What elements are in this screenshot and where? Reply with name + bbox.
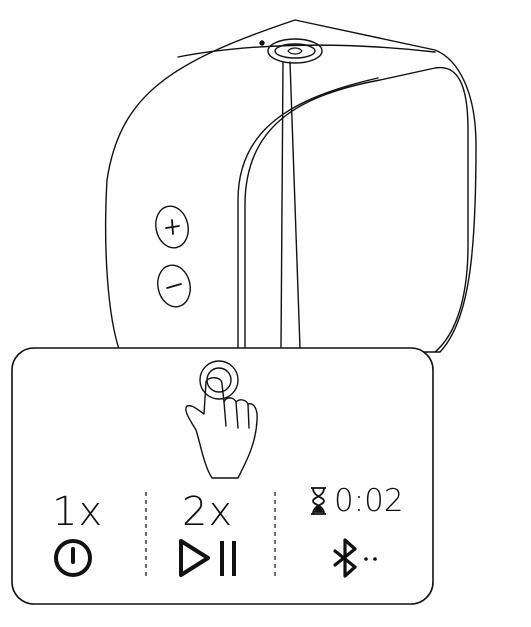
bluetooth-pairing-icon (333, 538, 377, 578)
finger-press-icon (185, 360, 258, 479)
volume-up-button (155, 205, 189, 249)
top-button-inner (274, 43, 316, 59)
power-icon (54, 539, 92, 577)
instruction-panel (11, 347, 434, 605)
leader-line-left (280, 61, 284, 349)
single-press-count: 1x (52, 489, 104, 535)
minus-icon (166, 283, 182, 289)
hourglass-icon (311, 487, 326, 515)
speaker-front-panel (244, 66, 469, 353)
speaker-side-edge (237, 77, 379, 353)
multi-function-button-icon (287, 47, 303, 55)
volume-down-button (157, 264, 191, 308)
double-press-count: 2x (182, 489, 234, 535)
hold-duration: 0:02 (334, 483, 404, 519)
led-indicator (259, 40, 265, 46)
speaker-top-edge (177, 44, 436, 58)
top-button-outer (267, 38, 323, 64)
leader-line-right (289, 61, 301, 349)
speaker-body-outline (104, 19, 477, 353)
plus-icon (165, 219, 180, 235)
play-pause-icon (179, 539, 236, 577)
